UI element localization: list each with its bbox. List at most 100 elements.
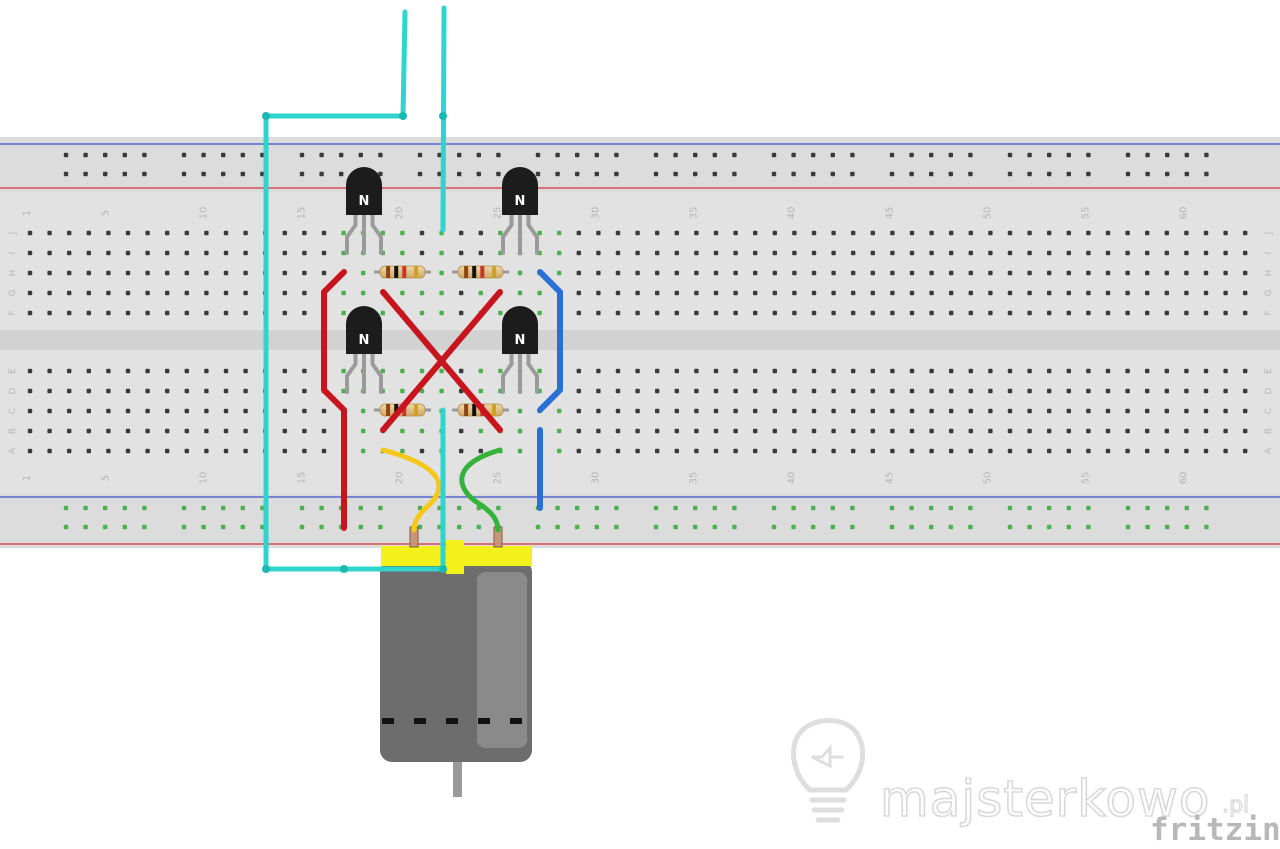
breadboard-hole xyxy=(655,270,660,276)
breadboard-hole xyxy=(243,428,248,434)
breadboard-hole xyxy=(1223,408,1228,414)
breadboard-hole xyxy=(811,428,817,434)
resistor-band xyxy=(386,266,391,278)
column-number: 60 xyxy=(1178,472,1189,485)
breadboard-hole xyxy=(1047,310,1052,316)
breadboard-hole xyxy=(341,368,346,374)
breadboard-hole xyxy=(223,428,229,434)
breadboard-hole xyxy=(282,428,287,434)
rail-hole xyxy=(83,152,88,158)
breadboard-hole xyxy=(27,408,33,414)
breadboard-hole xyxy=(27,290,33,296)
breadboard-hole xyxy=(86,310,91,316)
breadboard-hole xyxy=(929,408,934,414)
breadboard-hole xyxy=(361,448,366,454)
breadboard-hole xyxy=(1164,428,1169,434)
column-number: 20 xyxy=(394,207,405,220)
rail-hole xyxy=(909,152,914,158)
breadboard-hole xyxy=(870,368,875,374)
breadboard-hole xyxy=(184,428,189,434)
breadboard-hole xyxy=(851,408,856,414)
transistor-leg xyxy=(526,211,539,255)
breadboard-hole xyxy=(302,270,307,276)
breadboard-hole xyxy=(576,388,581,394)
breadboard-hole xyxy=(753,290,758,296)
wire-joint xyxy=(262,112,270,120)
dc-motor xyxy=(380,526,532,797)
breadboard-hole xyxy=(929,290,934,296)
rail-hole xyxy=(1145,171,1150,177)
rail-hole xyxy=(122,505,127,511)
breadboard-hole xyxy=(988,250,993,256)
breadboard-hole xyxy=(1007,250,1013,256)
breadboard-hole xyxy=(439,270,444,276)
breadboard-hole xyxy=(831,270,836,276)
breadboard-hole xyxy=(968,408,973,414)
breadboard-hole xyxy=(929,368,934,374)
breadboard-hole xyxy=(1105,290,1111,296)
breadboard-hole xyxy=(694,270,699,276)
breadboard-hole xyxy=(988,290,993,296)
breadboard-hole xyxy=(125,448,131,454)
rail-hole xyxy=(909,505,914,511)
breadboard-hole xyxy=(1145,290,1150,296)
breadboard-hole xyxy=(1223,270,1228,276)
rail-hole xyxy=(299,505,305,511)
motor-shaft xyxy=(453,755,462,797)
row-label: I xyxy=(1264,252,1274,255)
breadboard-hole xyxy=(184,310,189,316)
breadboard-hole xyxy=(851,230,856,236)
breadboard-hole xyxy=(655,408,660,414)
breadboard-hole xyxy=(1164,310,1169,316)
breadboard-hole xyxy=(184,388,189,394)
breadboard-hole xyxy=(478,230,483,236)
transistor-label: N xyxy=(359,194,370,209)
breadboard-hole xyxy=(576,230,581,236)
row-label: F xyxy=(1264,310,1274,315)
breadboard-hole xyxy=(576,428,581,434)
breadboard-hole xyxy=(557,448,562,454)
breadboard-hole xyxy=(1243,270,1248,276)
breadboard-hole xyxy=(459,250,464,256)
breadboard-hole xyxy=(47,408,52,414)
breadboard-hole xyxy=(831,368,836,374)
breadboard-hole xyxy=(145,310,150,316)
breadboard-hole xyxy=(459,448,464,454)
transistor-body xyxy=(502,306,538,354)
breadboard-hole xyxy=(694,448,699,454)
rail-hole xyxy=(378,171,383,177)
breadboard-hole xyxy=(596,250,601,256)
breadboard-hole xyxy=(909,310,915,316)
breadboard-hole xyxy=(341,290,346,296)
breadboard-hole xyxy=(615,368,621,374)
breadboard-hole xyxy=(968,290,973,296)
row-label: H xyxy=(8,270,18,277)
rail-hole xyxy=(889,152,895,158)
breadboard-hole xyxy=(145,428,150,434)
breadboard-hole xyxy=(1125,388,1130,394)
breadboard-hole xyxy=(733,290,738,296)
breadboard-hole xyxy=(772,230,777,236)
wire-red-left xyxy=(321,269,347,531)
breadboard-hole xyxy=(1047,388,1052,394)
breadboard-hole xyxy=(694,250,699,256)
rail-hole xyxy=(555,171,560,177)
breadboard-hole xyxy=(400,250,405,256)
breadboard-hole xyxy=(1027,230,1032,236)
breadboard-hole xyxy=(949,290,954,296)
breadboard-hole xyxy=(125,290,131,296)
breadboard-hole xyxy=(870,270,875,276)
breadboard-hole xyxy=(968,250,973,256)
breadboard-hole xyxy=(576,290,581,296)
breadboard-hole xyxy=(713,408,719,414)
breadboard-hole xyxy=(949,408,954,414)
breadboard-hole xyxy=(792,408,797,414)
rail-hole xyxy=(1066,152,1071,158)
rail-hole xyxy=(771,171,777,177)
rail-hole xyxy=(771,505,777,511)
rail-hole xyxy=(378,152,383,158)
breadboard-hole xyxy=(968,368,973,374)
watermark-site: majsterkowo xyxy=(880,770,1210,828)
breadboard-hole xyxy=(1105,368,1111,374)
